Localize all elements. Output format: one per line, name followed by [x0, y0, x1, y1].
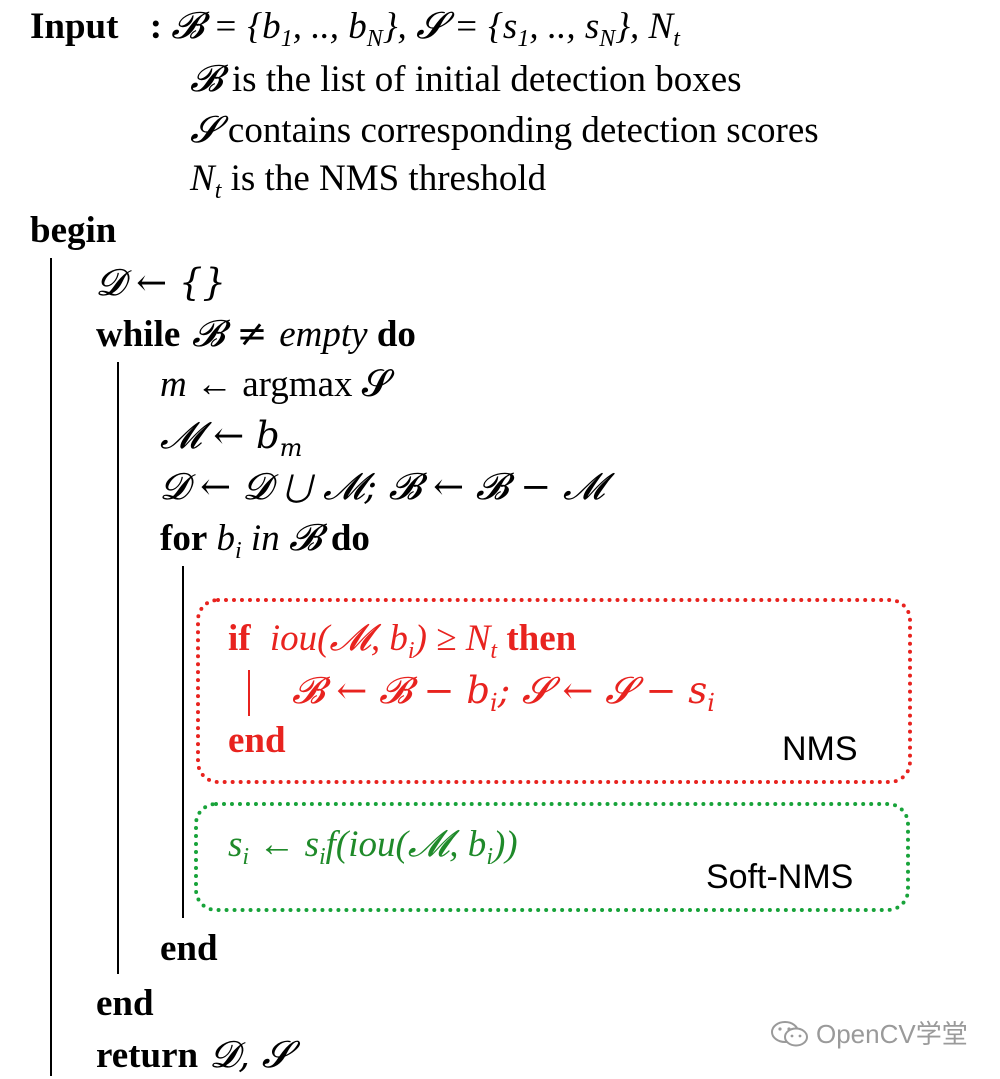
soft-lhs: s — [228, 824, 243, 865]
end-for-keyword: end — [160, 928, 218, 969]
soft-nms-line: si ← sif(iou(𝓜, bi)) — [228, 826, 518, 869]
while-keyword: while — [96, 314, 181, 355]
do-keyword: do — [367, 314, 416, 355]
for-block-bar — [182, 566, 184, 918]
nms-if-line: if iou(𝓜, bi) ≥ Nt then — [228, 620, 576, 663]
iou-cond-rest: ) ≥ N — [414, 618, 491, 659]
while-cond-word: empty — [279, 314, 368, 355]
sig-sub: N — [366, 26, 383, 52]
return-line: return 𝓓, 𝓢 — [96, 1036, 290, 1074]
m-assign-line: 𝓜 ← bm — [160, 417, 302, 460]
while-line: while 𝓑 ≠ empty do — [96, 315, 416, 353]
if-keyword: if — [228, 618, 251, 659]
set-b-symbol: 𝓑 — [190, 57, 223, 100]
threshold-sub: t — [214, 178, 222, 204]
input-desc-n: Nt is the NMS threshold — [190, 160, 546, 203]
init-statement: 𝓓 ← {} — [96, 261, 226, 304]
soft-rhs: f(iou(𝓜, b — [325, 824, 487, 865]
if-block-bar — [248, 670, 250, 716]
soft-nms-label: Soft-NMS — [706, 858, 854, 896]
watermark: OpenCV学堂 — [770, 1014, 968, 1051]
desc-text: contains corresponding detection scores — [218, 110, 819, 151]
for-in: in — [241, 518, 289, 559]
sig-sub: 1 — [517, 26, 530, 52]
sig-part: }, 𝓢 = {s — [382, 6, 518, 47]
threshold-symbol: N — [190, 158, 215, 199]
desc-text: is the NMS threshold — [221, 158, 547, 199]
m-assign-sub: m — [279, 434, 303, 462]
nms-box — [196, 598, 912, 784]
desc-text: is the list of initial detection boxes — [222, 59, 742, 100]
sig-part: 𝓑 = {b — [171, 6, 281, 47]
while-block-bar — [117, 362, 119, 974]
sig-sub: t — [673, 26, 680, 52]
return-value: 𝓓, 𝓢 — [198, 1033, 291, 1076]
return-keyword: return — [96, 1035, 199, 1076]
end-while-keyword: end — [96, 983, 154, 1024]
for-line: for bi in 𝓑 do — [160, 519, 370, 563]
remove-box-sub: i — [490, 689, 498, 717]
input-line: Input : 𝓑 = {b1, .., bN}, 𝓢 = {s1, .., s… — [30, 8, 680, 51]
nms-removal-line: 𝓑 ← 𝓑 − bi; 𝓢 ← 𝓢 − si — [292, 672, 715, 715]
argmax-rhs: ← argmax 𝓢 — [186, 364, 391, 405]
threshold-sub: t — [490, 638, 498, 664]
input-keyword: Input — [30, 6, 119, 47]
sig-part: }, N — [615, 6, 674, 47]
nms-end-keyword: end — [228, 720, 286, 761]
for-do-keyword: do — [321, 518, 370, 559]
nms-label: NMS — [782, 730, 858, 768]
for-var-sub: i — [235, 538, 242, 564]
sig-sub: N — [599, 26, 616, 52]
m-assign: 𝓜 ← b — [160, 414, 280, 457]
begin-keyword: begin — [30, 210, 117, 251]
for-var: b — [207, 518, 236, 559]
soft-nms-box — [194, 802, 910, 912]
input-desc-s: 𝓢 contains corresponding detection score… — [190, 111, 819, 149]
input-signature: 𝓑 = {b1, .., bN}, 𝓢 = {s1, .., sN}, Nt — [171, 6, 680, 51]
remove-score-sub: i — [707, 689, 715, 717]
argmax-line: m ← argmax 𝓢 — [160, 366, 390, 403]
sig-sub: 1 — [280, 26, 293, 52]
iou-cond-sub: i — [407, 638, 415, 664]
input-colon: : — [149, 6, 163, 47]
soft-lhs-sub: i — [242, 844, 250, 870]
remove-score-stmt: ; 𝓢 ← 𝓢 − s — [497, 669, 708, 712]
then-keyword: then — [497, 618, 577, 659]
remove-box-stmt: 𝓑 ← 𝓑 − b — [292, 669, 491, 712]
sig-part: , .., s — [529, 6, 600, 47]
argmax-lhs: m — [160, 364, 187, 405]
for-keyword: for — [160, 518, 208, 559]
update-line: 𝓓 ← 𝓓 ⋃ 𝓜; 𝓑 ← 𝓑 − 𝓜 — [160, 465, 605, 508]
begin-block-bar — [50, 258, 52, 1076]
soft-rhs-close: )) — [492, 824, 518, 865]
set-s-symbol: 𝓢 — [190, 108, 219, 151]
sig-part: , .., b — [292, 6, 367, 47]
wechat-icon — [770, 1019, 810, 1049]
soft-mid-sub: i — [318, 844, 326, 870]
soft-rhs-sub: i — [486, 844, 493, 870]
iou-cond: iou(𝓜, b — [269, 618, 408, 659]
for-set: 𝓑 — [288, 516, 322, 559]
soft-mid: ← s — [249, 824, 319, 865]
while-cond: 𝓑 ≠ — [180, 312, 280, 355]
watermark-text: OpenCV学堂 — [816, 1019, 968, 1049]
input-desc-b: 𝓑 is the list of initial detection boxes — [190, 60, 742, 98]
